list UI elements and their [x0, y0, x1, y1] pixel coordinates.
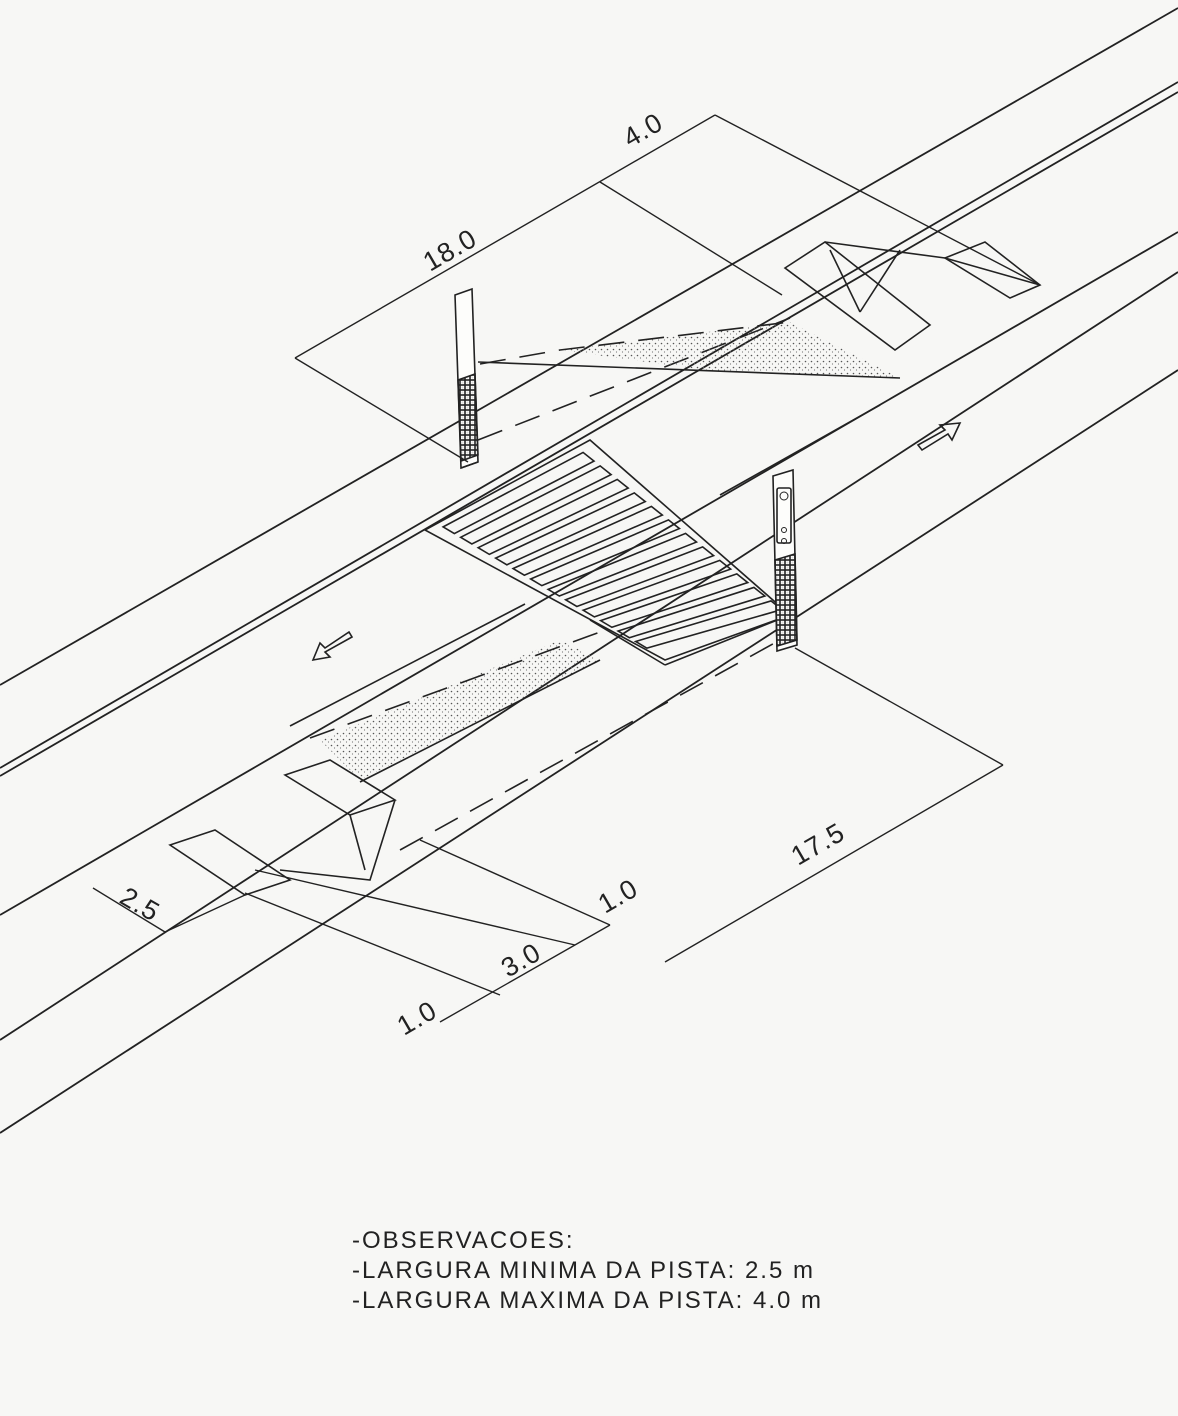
dimension-4: 4.0	[618, 107, 1041, 286]
dimension-chain: 1.0 3.0 1.0	[244, 839, 643, 1041]
road-edges	[0, 7, 1178, 1134]
notes-heading: -OBSERVACOES:	[352, 1227, 575, 1254]
dimension-2-5: 2.5	[92, 881, 246, 933]
zebra-stripe	[616, 586, 767, 639]
note-min-width: -LARGURA MINIMA DA PISTA: 2.5 m	[352, 1257, 815, 1284]
signal-post-right	[772, 468, 798, 653]
chevron-marks-bottom	[168, 759, 397, 896]
zebra-stripe	[511, 505, 664, 577]
approach-zones	[309, 321, 901, 783]
note-max-width: -LARGURA MAXIMA DA PISTA: 4.0 m	[352, 1287, 823, 1314]
signal-post-left	[454, 287, 479, 470]
dim-label-3: 3.0	[496, 937, 546, 983]
zebra-stripe	[441, 451, 596, 535]
dimension-17-5: 17.5	[664, 647, 1004, 963]
dim-label-1-left: 1.0	[392, 995, 442, 1041]
zebra-stripe	[581, 559, 733, 618]
direction-arrow-right	[916, 422, 962, 452]
zebra-stripe	[546, 532, 699, 597]
direction-arrow-left	[311, 630, 354, 662]
dim-label-17-5: 17.5	[786, 817, 850, 871]
lane-markings	[289, 317, 881, 851]
dim-label-1-right: 1.0	[593, 873, 643, 919]
zebra-stripe	[528, 519, 681, 587]
zebra-stripe	[476, 478, 630, 556]
zebra-crosswalk	[423, 439, 792, 661]
dim-label-2-5: 2.5	[115, 881, 165, 927]
dimension-18: 18.0	[294, 114, 783, 463]
zebra-stripe	[563, 546, 716, 608]
zebra-stripe	[598, 573, 750, 629]
zebra-stripe	[493, 491, 647, 566]
notes-block: -OBSERVACOES: -LARGURA MINIMA DA PISTA: …	[352, 1226, 823, 1316]
stop-lines	[589, 614, 791, 666]
zebra-stripe	[458, 464, 613, 545]
